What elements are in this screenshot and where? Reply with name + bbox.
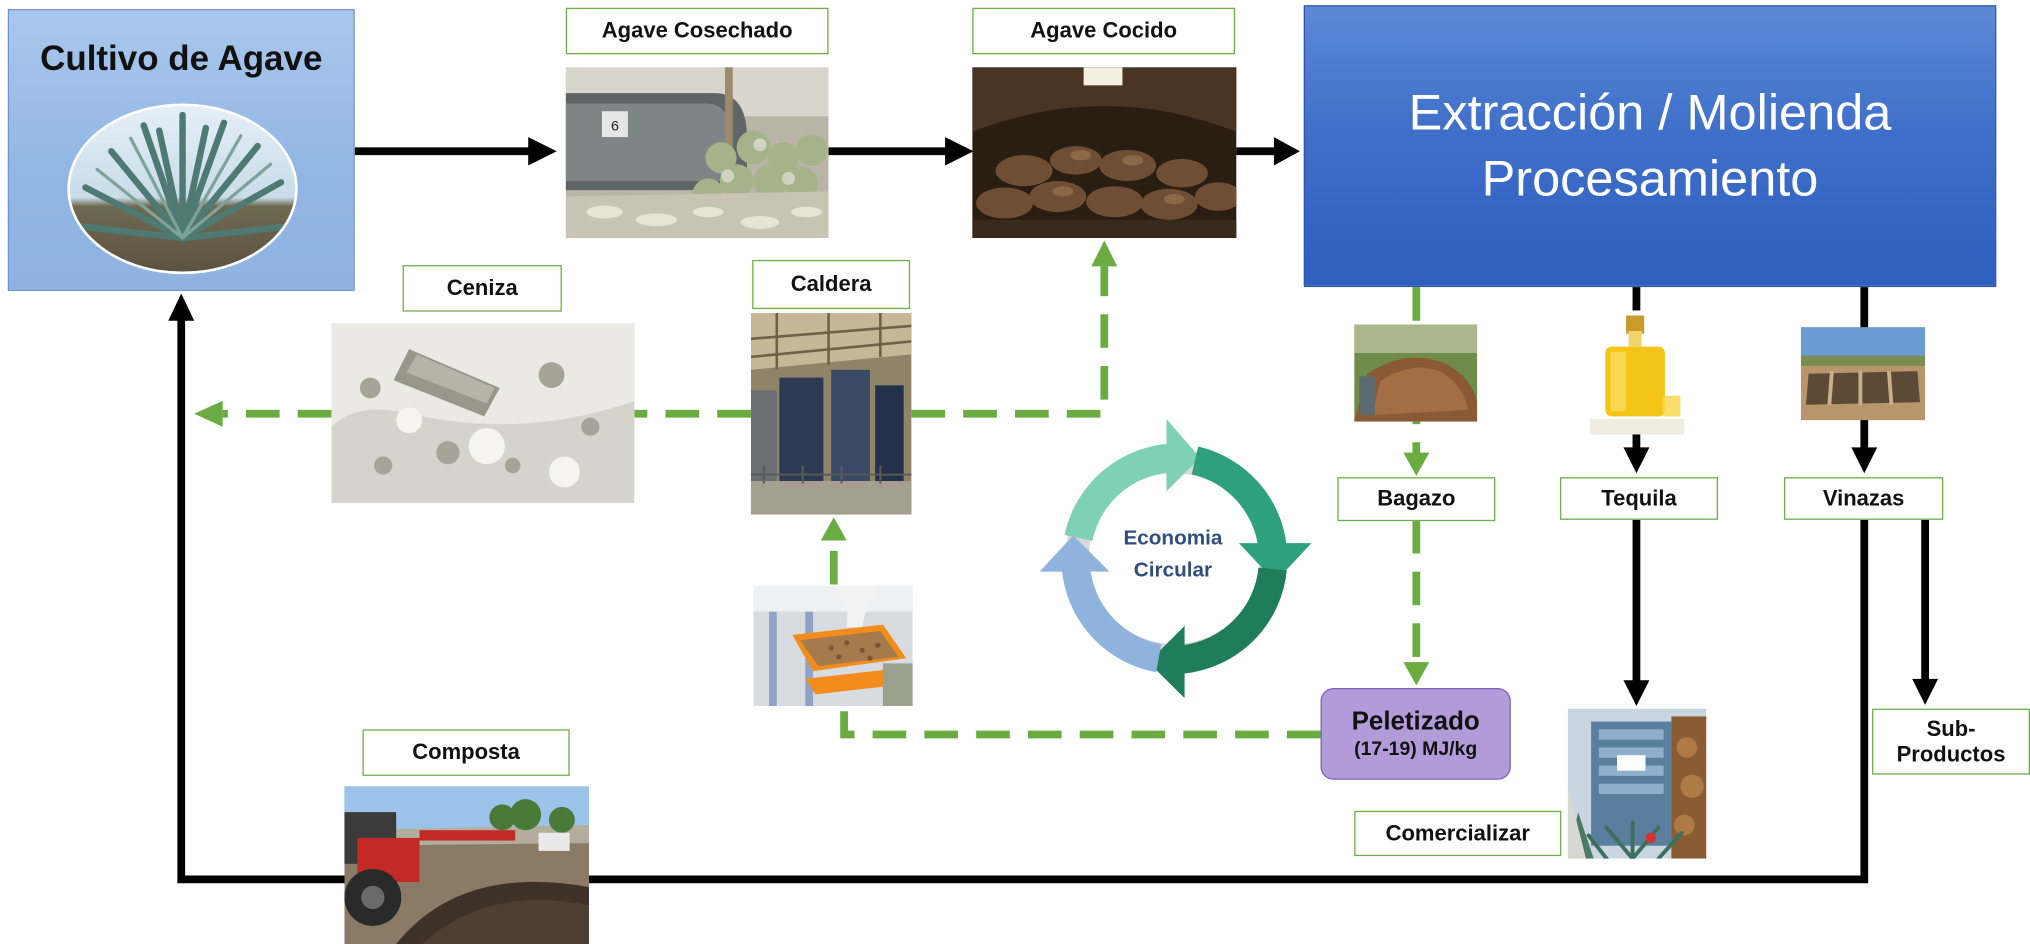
peletizado-energy: (17-19) MJ/kg — [1354, 738, 1478, 761]
tequila-bottle-image — [1589, 310, 1685, 435]
comercializar-label: Comercializar — [1354, 810, 1562, 857]
ash-image — [331, 323, 635, 504]
bagasse-image — [1354, 324, 1478, 422]
agave-plant-image — [67, 103, 298, 275]
economia-circular-cycle — [1039, 418, 1312, 699]
arrow-caldera-to-cocido — [911, 266, 1109, 418]
composta-label: Composta — [362, 729, 570, 776]
cycle-arrowhead — [1039, 535, 1110, 572]
cycle-arrowhead — [1166, 418, 1201, 492]
tequila-label: Tequila — [1560, 477, 1718, 520]
extraccion-title-line2: Procesamiento — [1481, 151, 1819, 207]
pellets-image — [753, 585, 913, 707]
arrow-peletizado-to-pellets — [840, 706, 1321, 739]
peletizado-node: Peletizado (17-19) MJ/kg — [1320, 687, 1511, 780]
svg-text:6: 6 — [611, 119, 619, 135]
cultivo-de-agave-node: Cultivo de Agave — [7, 9, 355, 291]
tequila-building-image — [1567, 708, 1707, 859]
vinasse-ponds-image — [1800, 327, 1926, 421]
cycle-text-line1: Economia — [1123, 527, 1223, 550]
arrowhead — [945, 137, 974, 166]
agave-cosechado-label: Agave Cosechado — [565, 7, 829, 55]
peletizado-title: Peletizado — [1351, 707, 1480, 736]
boiler-image — [750, 312, 912, 515]
arrowhead — [1273, 137, 1300, 166]
cycle-arrowhead — [1238, 543, 1312, 582]
return-line-vinazas-to-cultivo — [177, 318, 1869, 884]
arrowhead — [820, 517, 847, 541]
cycle-arc-green — [1191, 446, 1287, 551]
ceniza-label: Ceniza — [402, 265, 562, 312]
subproductos-label: Sub- Productos — [1872, 708, 2030, 775]
bagazo-label: Bagazo — [1337, 477, 1496, 522]
extraccion-procesamiento-node: Extracción / Molienda Procesamiento — [1303, 5, 1997, 288]
cycle-arrowhead — [1148, 625, 1185, 699]
cooked-agave-image — [972, 67, 1237, 238]
arrowhead — [528, 137, 557, 166]
subproductos-line1: Sub- — [1926, 716, 1976, 741]
subproductos-line2: Productos — [1896, 741, 2006, 767]
cycle-arc-light-green — [1064, 443, 1176, 542]
arrowhead — [1623, 447, 1650, 474]
caldera-label: Caldera — [752, 259, 911, 310]
agave-cocido-label: Agave Cocido — [972, 7, 1236, 55]
arrowhead — [1912, 678, 1939, 705]
arrowhead — [194, 400, 223, 427]
economia-circular-text: Economia Circular — [1087, 524, 1258, 588]
arrowhead — [168, 293, 195, 321]
arrowhead — [1403, 662, 1430, 686]
arrowhead — [1091, 240, 1118, 267]
cultivo-de-agave-title: Cultivo de Agave — [40, 38, 323, 78]
extraccion-title-line1: Extracción / Molienda — [1408, 84, 1892, 141]
cycle-arc-dark-green — [1180, 567, 1287, 674]
compost-image — [344, 786, 590, 944]
biomass-arrowheads — [194, 240, 1430, 686]
vinazas-label: Vinazas — [1784, 477, 1944, 520]
main-flow-arrows — [168, 137, 1939, 884]
cycle-arc-blue — [1061, 564, 1162, 673]
harvested-agave-image: 6 — [565, 67, 829, 238]
arrowhead — [1623, 680, 1650, 707]
arrowhead — [1851, 447, 1878, 474]
cycle-text-line2: Circular — [1133, 559, 1213, 582]
arrowhead — [1403, 452, 1430, 476]
